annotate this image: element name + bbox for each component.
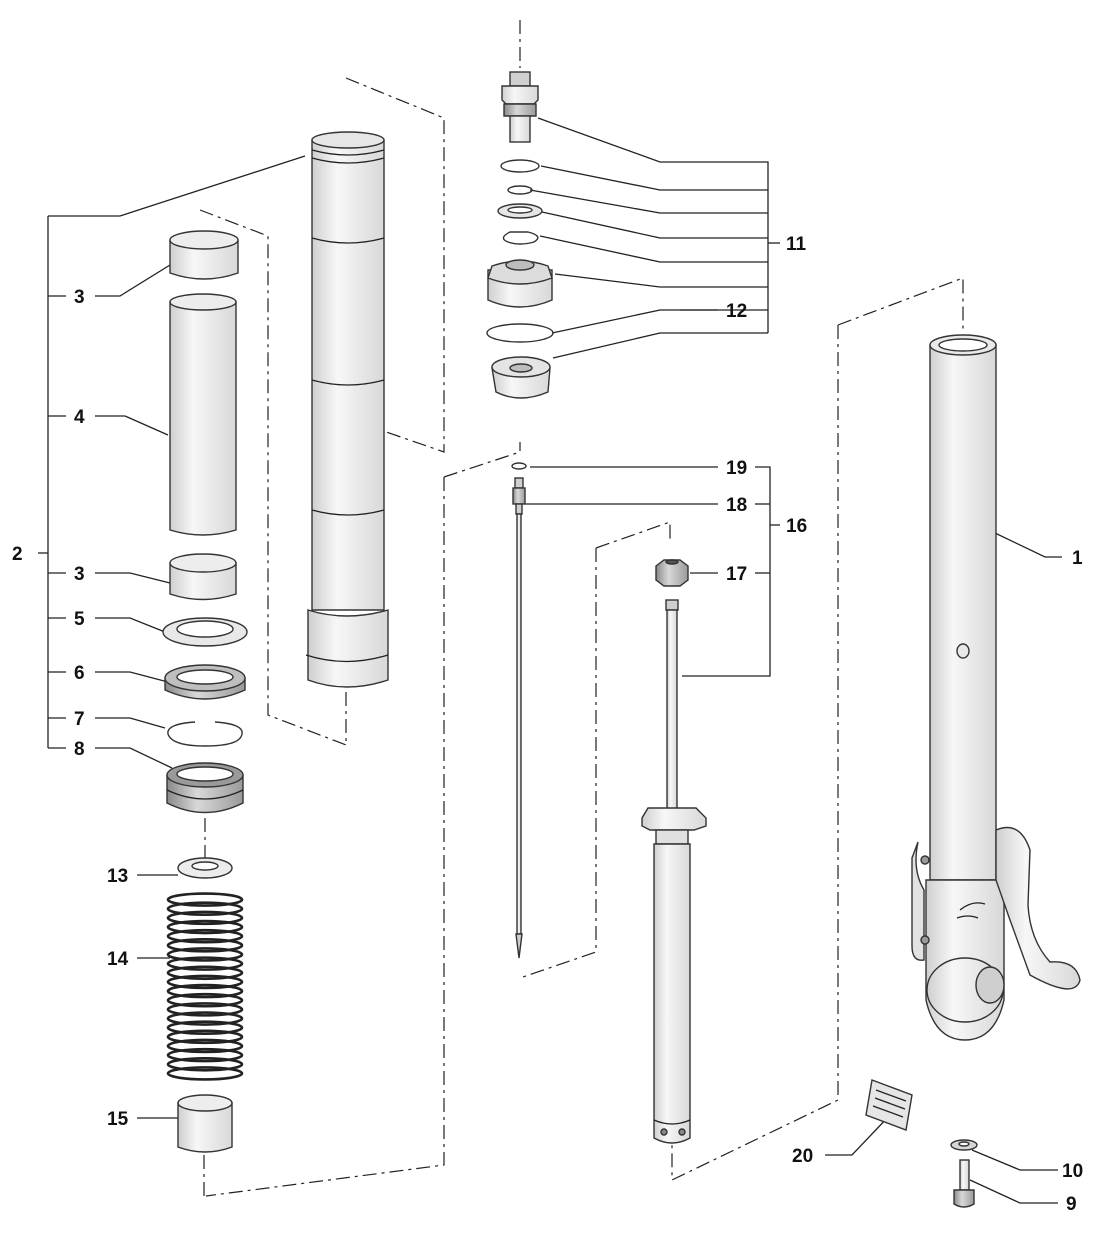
spring-coil xyxy=(166,956,244,971)
callout-13: 13 xyxy=(107,866,128,887)
spring-coil xyxy=(166,1066,244,1081)
spring-washer xyxy=(177,857,233,879)
callout-15: 15 xyxy=(107,1109,129,1130)
callout-3-upper: 3 xyxy=(74,287,85,308)
callout-10: 10 xyxy=(1062,1161,1083,1182)
spring-coil xyxy=(166,1011,244,1026)
callout-18: 18 xyxy=(726,495,747,516)
decal-label xyxy=(865,1079,913,1131)
callout-8: 8 xyxy=(74,739,85,760)
spring-coil xyxy=(166,938,244,953)
callout-20: 20 xyxy=(792,1146,813,1167)
spring-coil xyxy=(166,901,244,917)
spacer-tube xyxy=(169,293,237,536)
spring-coil xyxy=(166,928,244,944)
spring-coil xyxy=(166,1029,244,1045)
callout-1: 1 xyxy=(1072,548,1083,569)
fork-slider xyxy=(911,334,1081,1041)
spring-coil xyxy=(166,992,244,1008)
bushing-lower xyxy=(169,553,237,601)
spring-spacer xyxy=(177,1094,233,1153)
axle-bolt xyxy=(950,1139,978,1208)
callout-11: 11 xyxy=(786,234,807,255)
spring-coil xyxy=(166,1056,244,1072)
callout-6: 6 xyxy=(74,663,85,684)
outer-tube xyxy=(305,131,389,688)
callout-9: 9 xyxy=(1066,1194,1077,1215)
spring-coil xyxy=(166,1020,244,1035)
oil-seal xyxy=(164,664,246,700)
fork-spring xyxy=(166,892,244,1081)
top-cap-assembly xyxy=(486,71,554,399)
snap-ring xyxy=(167,721,243,747)
callout-16: 16 xyxy=(786,516,807,537)
spring-coil xyxy=(166,974,244,990)
callout-3-lower: 3 xyxy=(74,564,85,585)
leader-lines xyxy=(38,117,1062,1204)
bushing-upper xyxy=(169,230,239,280)
spring-coil xyxy=(166,892,244,907)
callout-12: 12 xyxy=(726,301,747,322)
callout-17: 17 xyxy=(726,564,747,585)
callout-2: 2 xyxy=(12,544,23,565)
callout-7: 7 xyxy=(74,709,85,730)
spring-coil xyxy=(166,910,244,926)
assembly-guides xyxy=(199,20,964,1197)
spring-coil xyxy=(166,947,244,962)
spring-coil xyxy=(166,1038,244,1054)
spring-coil xyxy=(166,919,244,935)
damper-cartridge xyxy=(641,559,707,1144)
callout-4: 4 xyxy=(74,407,85,428)
callout-5: 5 xyxy=(74,609,85,630)
adjuster-rod xyxy=(511,462,527,959)
dust-seal xyxy=(166,762,244,814)
spring-coil xyxy=(166,1047,244,1063)
spring-coil xyxy=(166,983,244,999)
callout-14: 14 xyxy=(107,949,129,970)
washer xyxy=(162,617,248,647)
spring-coil xyxy=(166,965,244,981)
spring-coil xyxy=(166,1002,244,1017)
callout-19: 19 xyxy=(726,458,747,479)
callout-labels: 1 2 3 4 3 5 6 7 8 9 10 11 12 13 14 15 16… xyxy=(12,234,1083,1215)
